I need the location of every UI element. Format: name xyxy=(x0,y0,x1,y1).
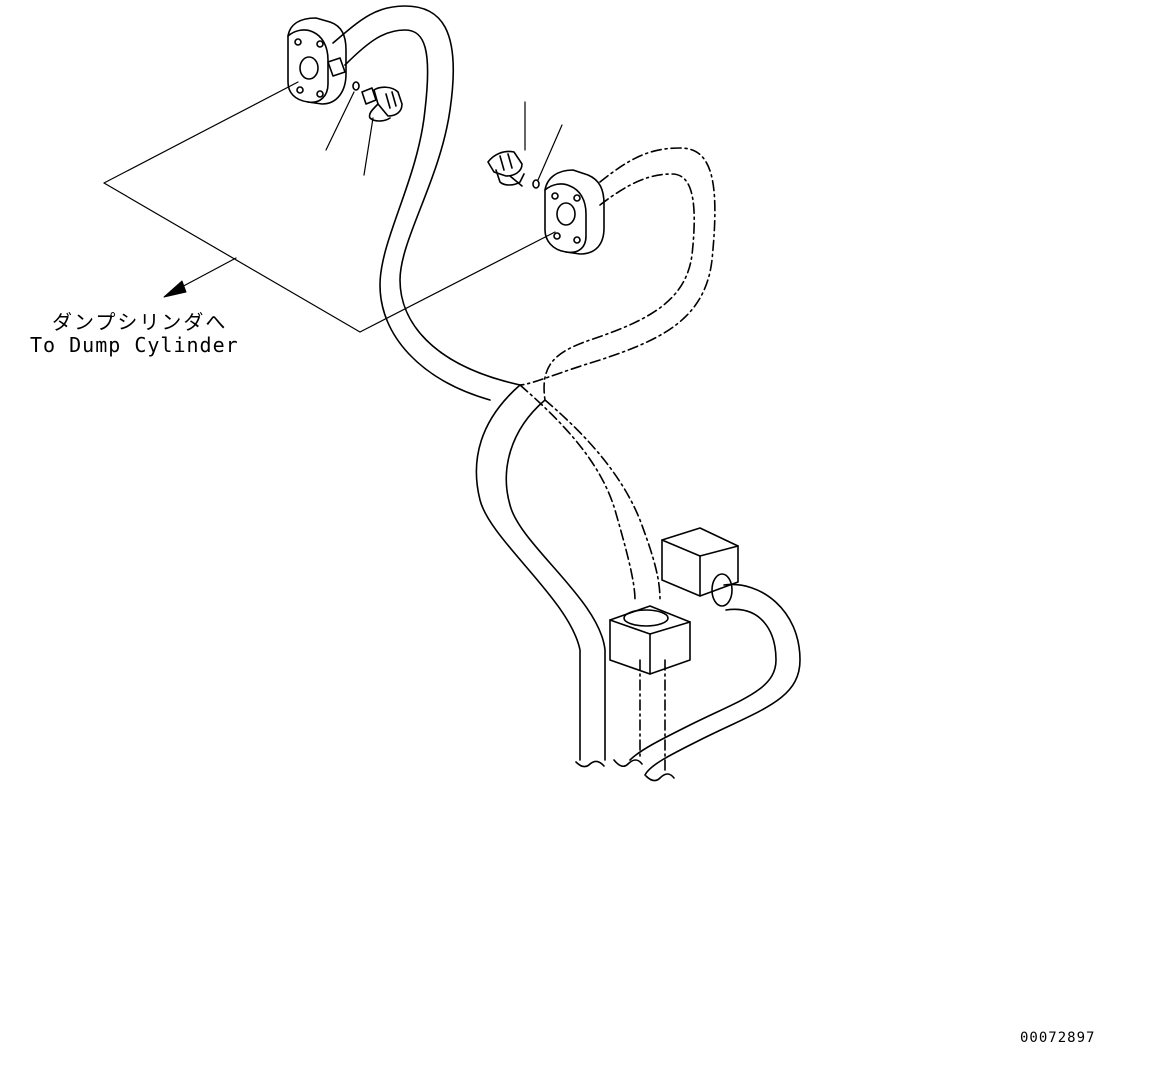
right-flange xyxy=(544,169,605,255)
callout-label-english: To Dump Cylinder xyxy=(30,333,239,357)
left-elbow-fitting xyxy=(352,81,403,122)
reference-plane xyxy=(103,81,556,333)
broken-pipe-ends xyxy=(575,759,675,782)
drawing-code: 00072897 xyxy=(1020,1030,1096,1046)
left-flange xyxy=(287,17,347,105)
leader-lines xyxy=(325,91,563,181)
lower-hose-loop xyxy=(629,583,801,776)
clamp-block-upper xyxy=(661,527,739,607)
left-pipe xyxy=(332,5,606,761)
direction-arrow xyxy=(163,257,237,298)
clamp-block-lower xyxy=(609,605,691,675)
right-elbow-fitting xyxy=(487,150,540,189)
callout-label-japanese: ダンプシリンダへ xyxy=(52,310,228,334)
right-pipe xyxy=(519,147,716,771)
